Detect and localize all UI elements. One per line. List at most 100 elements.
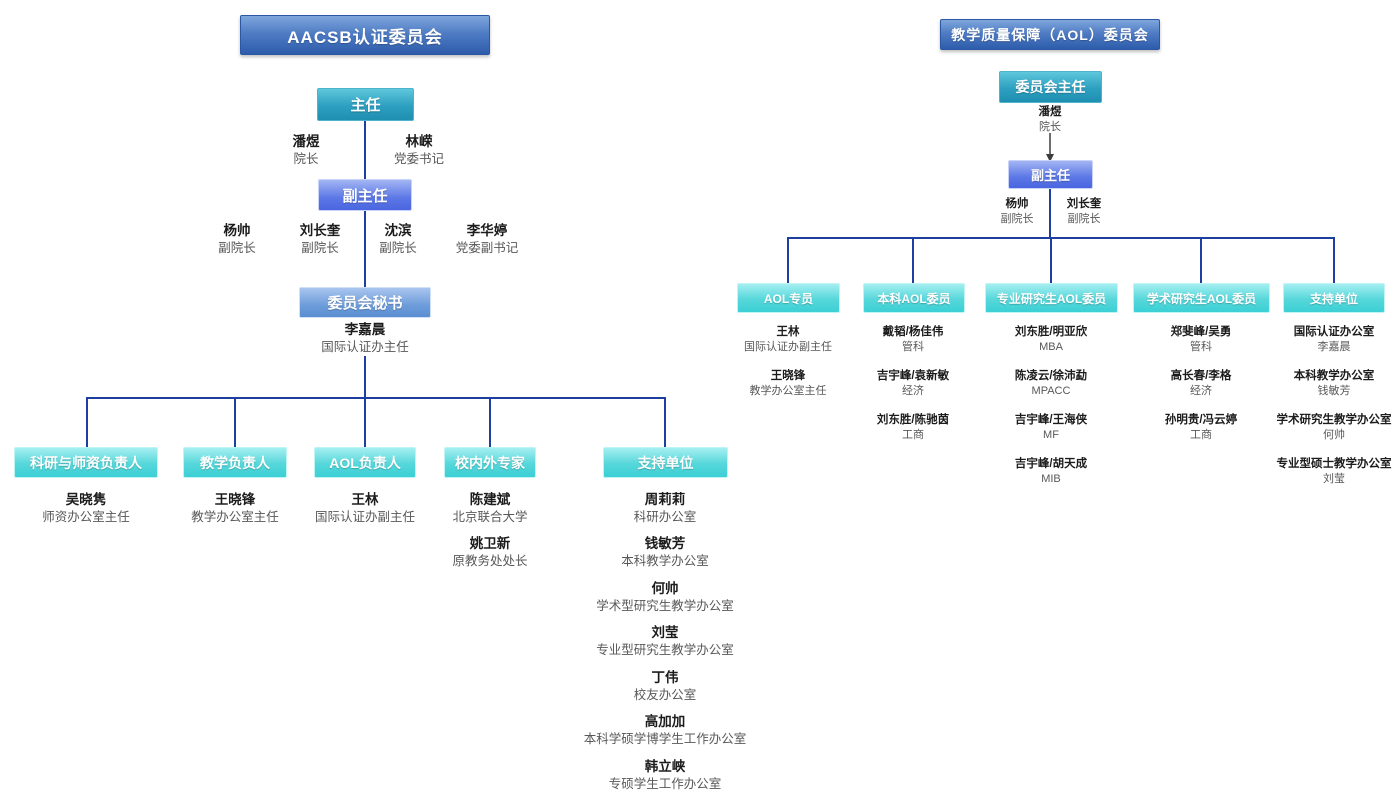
member-name: 丁伟 <box>651 670 679 685</box>
member: 韩立峡 专硕学生工作办公室 <box>609 758 722 792</box>
member-name: 何帅 <box>651 581 679 596</box>
member-name: 韩立峡 <box>644 759 686 774</box>
node-academic-grad-aol-members: 学术研究生AOL委员 <box>1133 283 1270 313</box>
member: 何帅 学术型研究生教学办公室 <box>596 580 734 614</box>
member-role: MBA <box>1039 340 1063 353</box>
member-role: MIB <box>1041 472 1061 485</box>
member: 潘煜 院长 <box>293 133 320 167</box>
member: 林嵘 党委书记 <box>394 133 444 167</box>
node-deputy-director: 副主任 <box>318 179 412 211</box>
node-research-faculty-lead: 科研与师资负责人 <box>14 447 158 478</box>
member-role: 院长 <box>1039 120 1061 133</box>
member: 吉宇峰/胡天成 MIB <box>1015 457 1087 486</box>
member: 王晓锋 教学办公室主任 <box>191 491 279 525</box>
member-name: 专业型硕士教学办公室 <box>1276 458 1392 470</box>
node-aol-lead: AOL负责人 <box>314 447 416 478</box>
member: 陈凌云/徐沛勐 MPACC <box>1015 369 1087 398</box>
member-role: 工商 <box>901 428 924 441</box>
member-role: 师资办公室主任 <box>42 509 130 524</box>
member-name: 刘东胜/明亚欣 <box>1014 326 1088 338</box>
member-role: 教学办公室主任 <box>191 509 279 524</box>
member-role: 科研办公室 <box>633 509 697 524</box>
member-name: 沈滨 <box>384 223 412 238</box>
member-name: 李华婷 <box>466 223 508 238</box>
member-role: 原教务处处长 <box>452 553 528 568</box>
member-name: 姚卫新 <box>469 536 511 551</box>
member-role: 李嘉晨 <box>1317 340 1351 353</box>
member: 刘东胜/陈驰茵 工商 <box>877 413 949 442</box>
member-name: 国际认证办公室 <box>1293 326 1375 338</box>
node-director: 主任 <box>317 88 414 121</box>
member-role: 经济 <box>901 384 924 397</box>
node-professional-grad-aol-members: 专业研究生AOL委员 <box>985 283 1118 313</box>
member-name: 潘煜 <box>1038 106 1062 118</box>
member-name: 戴韬/杨佳伟 <box>882 326 944 338</box>
member-name: 吉宇峰/王海侠 <box>1014 414 1088 426</box>
member-name: 杨帅 <box>223 223 251 238</box>
member: 周莉莉 科研办公室 <box>634 491 697 525</box>
member: 杨帅 副院长 <box>1001 197 1034 226</box>
node-committee-director: 委员会主任 <box>999 71 1102 103</box>
member-role: 院长 <box>293 151 319 166</box>
member: 吴晓隽 师资办公室主任 <box>42 491 130 525</box>
member-role: 教学办公室主任 <box>749 384 827 397</box>
node-teaching-lead: 教学负责人 <box>183 447 287 478</box>
member: 刘东胜/明亚欣 MBA <box>1015 325 1087 354</box>
member-role: 专业型研究生教学办公室 <box>596 642 734 657</box>
node-aol-specialist: AOL专员 <box>737 283 840 313</box>
member-role: 国际认证办副主任 <box>314 509 416 524</box>
member: 丁伟 校友办公室 <box>634 669 697 703</box>
member-name: 高长春/李格 <box>1170 370 1232 382</box>
member-name: 杨帅 <box>1005 198 1029 210</box>
member-name: 陈凌云/徐沛勐 <box>1014 370 1088 382</box>
member-role: 何帅 <box>1323 428 1345 441</box>
member: 李嘉晨 国际认证办主任 <box>321 321 409 355</box>
member-role: 国际认证办主任 <box>321 339 409 354</box>
member-role: 本科教学办公室 <box>621 553 709 568</box>
member-name: 林嵘 <box>405 134 433 149</box>
node-internal-external-experts: 校内外专家 <box>444 447 536 478</box>
member: 吉宇峰/王海侠 MF <box>1015 413 1087 442</box>
member: 王林 国际认证办副主任 <box>315 491 415 525</box>
member: 专业型硕士教学办公室 刘莹 <box>1277 457 1392 486</box>
member-name: 吉宇峰/胡天成 <box>1014 458 1088 470</box>
member-name: 周莉莉 <box>644 492 686 507</box>
member: 杨帅 副院长 <box>218 222 256 256</box>
member-role: 钱敏芳 <box>1317 384 1351 397</box>
member: 刘莹 专业型研究生教学办公室 <box>596 624 734 658</box>
member: 吉宇峰/袁新敏 经济 <box>877 369 949 398</box>
member-role: 北京联合大学 <box>452 509 528 524</box>
member-role: 本科学硕学博学生工作办公室 <box>583 731 747 746</box>
member-role: 刘莹 <box>1323 472 1345 485</box>
member-name: 王林 <box>776 326 800 338</box>
member: 国际认证办公室 李嘉晨 <box>1294 325 1375 354</box>
member-role: 工商 <box>1189 428 1212 441</box>
member-role: 经济 <box>1189 384 1212 397</box>
node-committee-secretary: 委员会秘书 <box>299 287 431 318</box>
member-role: 党委书记 <box>393 151 445 166</box>
member-role: 国际认证办副主任 <box>744 340 832 353</box>
member-role: MF <box>1043 428 1059 441</box>
member-name: 本科教学办公室 <box>1293 370 1375 382</box>
member-name: 钱敏芳 <box>644 536 686 551</box>
member: 戴韬/杨佳伟 管科 <box>883 325 944 354</box>
member: 陈建斌 北京联合大学 <box>452 491 527 525</box>
member-name: 潘煜 <box>292 134 320 149</box>
member: 郑斐峰/吴勇 管科 <box>1171 325 1232 354</box>
member-role: 专硕学生工作办公室 <box>608 776 722 791</box>
member-role: 管科 <box>901 340 924 353</box>
node-support-units: 支持单位 <box>1283 283 1385 313</box>
member-role: MPACC <box>1031 384 1071 397</box>
member-name: 王晓锋 <box>770 370 806 382</box>
member-name: 刘长奎 <box>1066 198 1102 210</box>
member-name: 吉宇峰/袁新敏 <box>876 370 950 382</box>
member-name: 高加加 <box>644 714 686 729</box>
right-chart-title: 教学质量保障（AOL）委员会 <box>940 19 1160 50</box>
member: 潘煜 院长 <box>1039 105 1062 134</box>
member: 高长春/李格 经济 <box>1171 369 1232 398</box>
member: 姚卫新 原教务处处长 <box>452 535 527 569</box>
member: 钱敏芳 本科教学办公室 <box>621 535 709 569</box>
member-role: 副院长 <box>301 240 339 255</box>
member-name: 王林 <box>351 492 379 507</box>
